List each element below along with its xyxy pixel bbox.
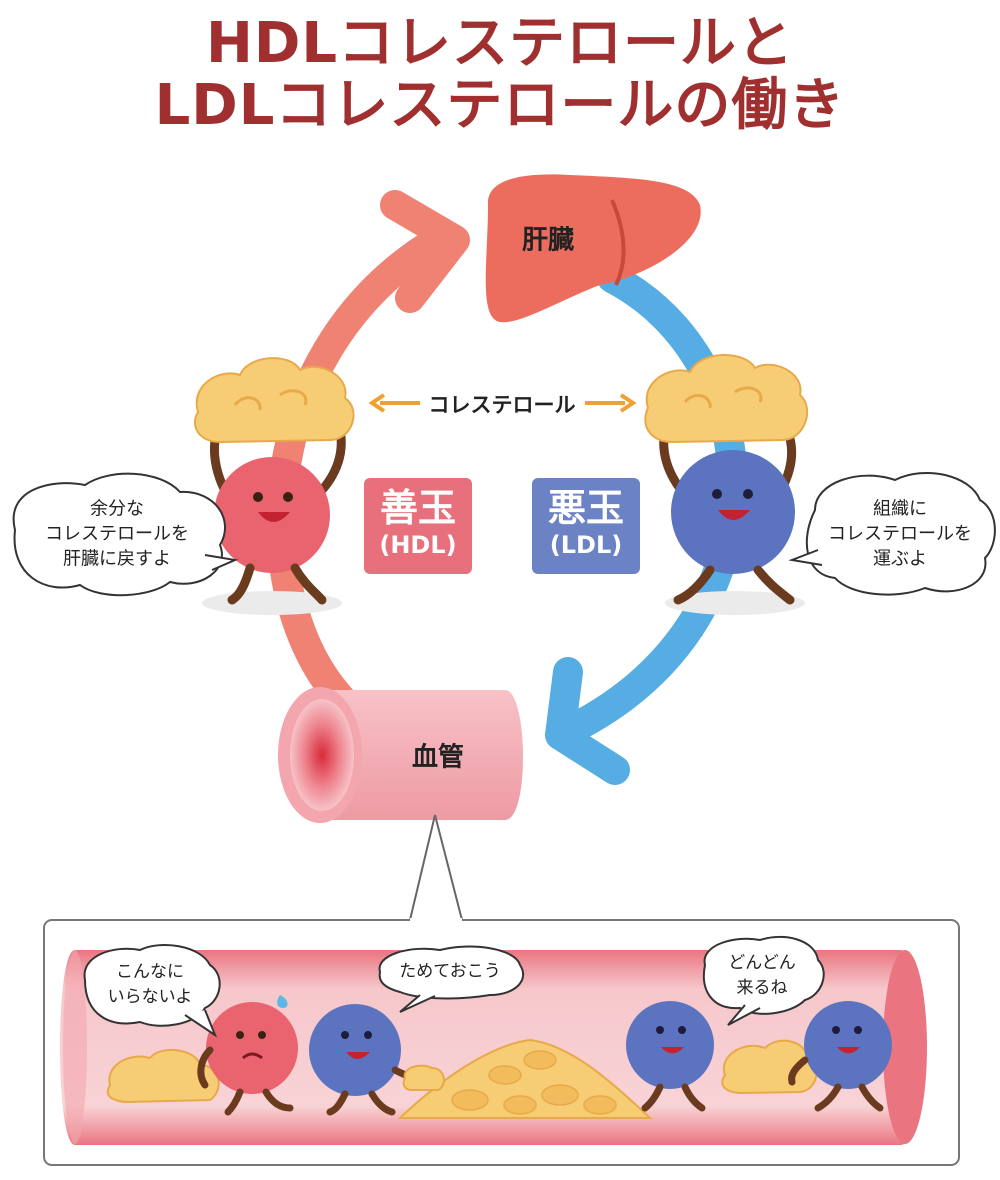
inset-bubble-ldl-right [702,935,825,1015]
ldl-speech-bubble [788,472,996,596]
hdl-badge-sub: (HDL) [379,531,457,559]
title-line-2: LDLコレステロールの働き [154,73,846,138]
inset-bubble-ldl-middle [378,945,525,1000]
cholesterol-label: コレステロール [428,393,576,417]
inset-hdl-character [197,995,298,1116]
inset-ldl-right-characters [626,1001,892,1112]
inset-panel [43,918,960,1166]
inset-ldl-right-bubble-text: どんどん 来るね [728,953,796,998]
hdl-character [193,357,355,615]
ldl-badge-main: 悪玉 [547,486,624,530]
inset-ldl-middle-character [309,1004,445,1116]
callout-pointer [409,814,463,921]
title-line-1: HDLコレステロールと [205,11,795,76]
inset-hdl-bubble-text: こんなに いらないよ [107,962,193,1007]
hdl-cholesterol-icon [193,357,355,444]
hdl-speech-bubble [12,472,239,597]
hdl-badge: 善玉 (HDL) [364,478,472,574]
hdl-arrow [266,190,470,715]
vessel-label: 血管 [411,742,465,773]
hdl-badge-main: 善玉 [379,486,456,530]
liver-label: 肝臓 [521,225,575,256]
liver-icon [485,174,701,323]
inset-bubble-hdl [83,944,221,1027]
ldl-bubble-text: 組織に コレステロールを 運ぶよ [828,498,972,570]
vessel-icon [278,687,524,823]
cholesterol-arrows [368,393,637,413]
ldl-character [644,354,809,615]
hdl-bubble-text: 余分な コレステロールを 肝臓に戻すよ [45,498,189,570]
ldl-cholesterol-icon [644,354,809,444]
ldl-badge-sub: (LDL) [549,531,623,559]
inset-ldl-middle-bubble-text: ためておこう [399,961,501,982]
ldl-badge: 悪玉 (LDL) [532,478,640,574]
